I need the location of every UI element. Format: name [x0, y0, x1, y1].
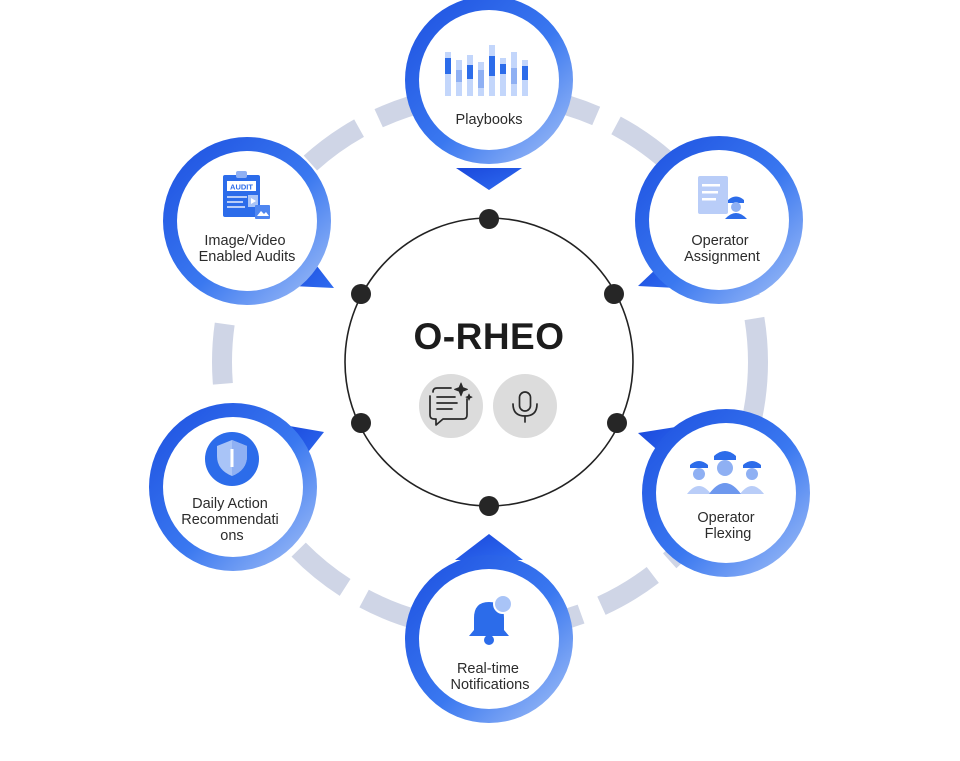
shield-icon: [205, 432, 259, 486]
node-label: Operator Flexing: [697, 510, 758, 542]
ai-chat-sparkle-icon: [429, 382, 473, 426]
audit-clipboard-icon: AUDIT: [223, 171, 270, 219]
ai-chat-button[interactable]: [419, 374, 483, 438]
node-operator-flexing[interactable]: Operator Flexing: [638, 409, 810, 577]
bell-icon: [469, 594, 513, 645]
node-real-time-notifications[interactable]: Real-time Notifications: [405, 534, 573, 723]
node-label: Playbooks: [456, 112, 523, 128]
connector-dots: [351, 209, 627, 516]
microphone-icon: [512, 391, 538, 423]
bar-chart-icon: [445, 45, 528, 96]
node-daily-action-recommendations[interactable]: Daily Action Recommendati ons: [149, 403, 324, 571]
node-image-video-enabled-audits[interactable]: AUDIT Image/Video Enabled Audits: [163, 137, 334, 305]
document-worker-icon: [698, 176, 747, 219]
node-label: Image/Video Enabled Audits: [199, 233, 296, 265]
hub-title: O-RHEO: [414, 316, 565, 357]
node-label: Daily Action Recommendati ons: [181, 496, 283, 544]
connector-dot-upper-left: [351, 284, 371, 304]
node-pointer: [455, 534, 523, 560]
node-playbooks[interactable]: Playbooks: [405, 0, 573, 190]
node-operator-assignment[interactable]: Operator Assignment: [635, 136, 803, 304]
connector-dot-lower-right: [607, 413, 627, 433]
connector-dot-bottom: [479, 496, 499, 516]
connector-dot-top: [479, 209, 499, 229]
microphone-button[interactable]: [493, 374, 557, 438]
hub-circle: [344, 217, 634, 507]
connector-dot-lower-left: [351, 413, 371, 433]
svg-text:AUDIT: AUDIT: [230, 183, 253, 192]
worker-group-icon: [687, 451, 764, 494]
connector-dot-upper-right: [604, 284, 624, 304]
node-label: Operator Assignment: [684, 233, 760, 265]
node-pointer: [456, 168, 522, 190]
node-label: Real-time Notifications: [451, 661, 530, 693]
